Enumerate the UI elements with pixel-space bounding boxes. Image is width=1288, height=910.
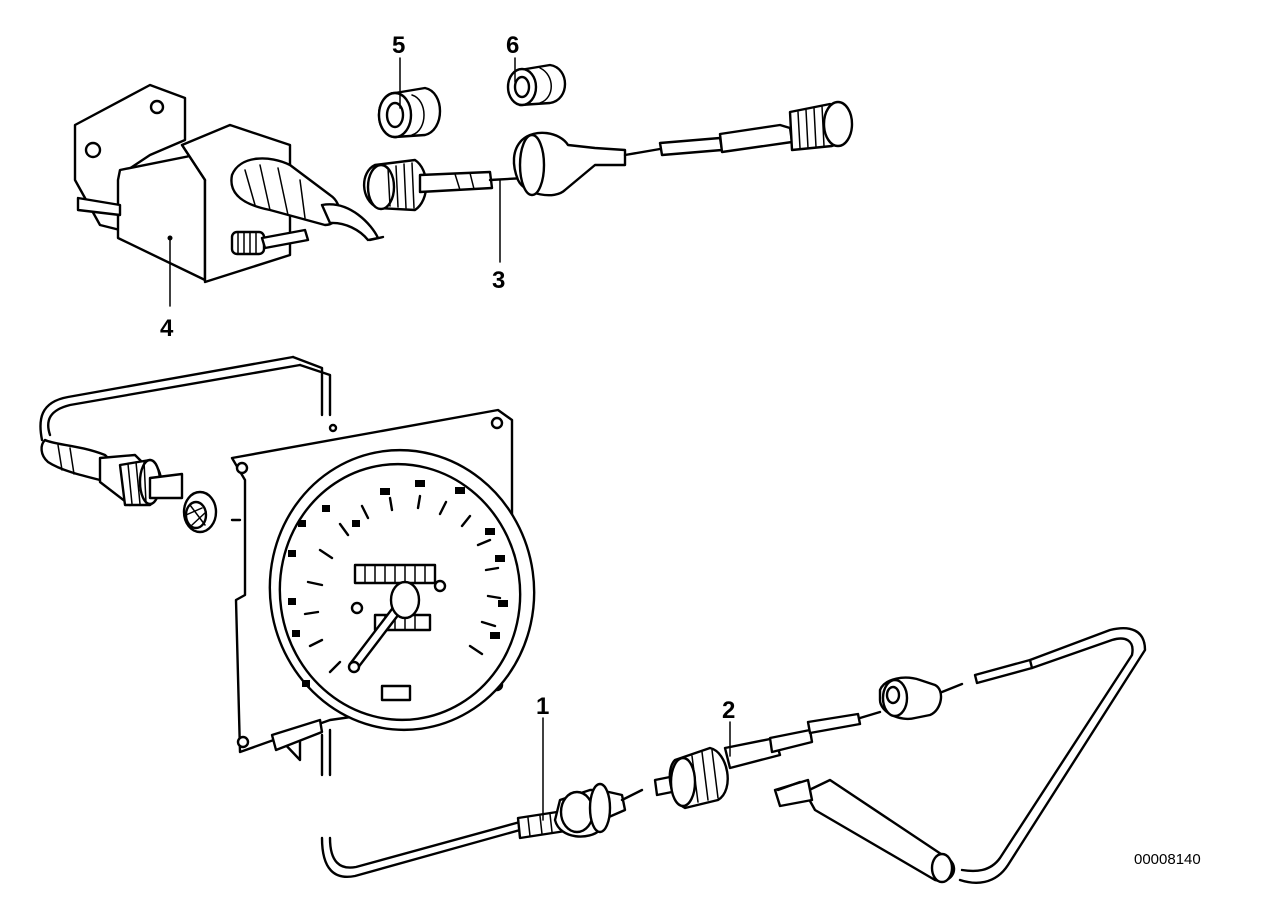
speedometer-cable-icon — [362, 100, 854, 212]
speedometer-cable-icon — [39, 355, 332, 534]
callout-2: 2 — [722, 697, 735, 724]
callout-5: 5 — [392, 32, 405, 59]
drawing-code: 00008140 — [1134, 851, 1201, 868]
callout-4: 4 — [160, 315, 174, 342]
callout-6: 6 — [506, 32, 519, 59]
speedometer-cable-icon — [773, 627, 1147, 884]
speedometer-cable-icon — [320, 728, 644, 879]
grommet-icon — [377, 86, 442, 139]
speedometer-cable-icon — [653, 710, 882, 810]
callout-3: 3 — [492, 267, 505, 294]
speedometer-icon — [230, 408, 536, 762]
grommet-icon — [506, 63, 567, 107]
cable-drive-gearbox-icon — [73, 83, 385, 284]
callout-1: 1 — [536, 693, 549, 720]
dial-tick-marks — [288, 480, 508, 687]
